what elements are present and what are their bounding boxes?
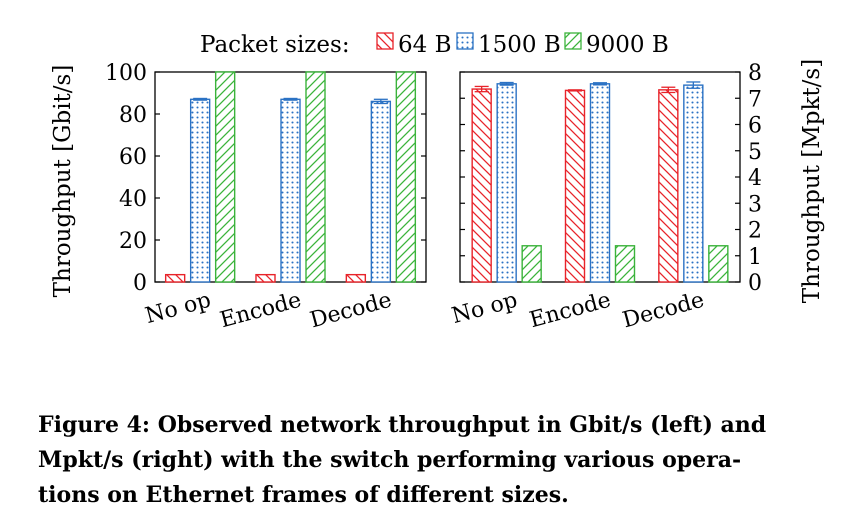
left-y-axis-title: Throughput [Gbit/s] — [50, 65, 76, 298]
right-y-axis-title: Throughput [Mpkt/s] — [799, 59, 825, 303]
y-tick-label: 2 — [748, 219, 762, 244]
x-tick-label: Encode — [527, 288, 614, 334]
y-tick-label: 80 — [119, 103, 147, 128]
x-tick-label: No op — [143, 288, 214, 329]
legend-label-1500b: 1500 B — [478, 32, 561, 58]
legend-swatch-64b — [376, 32, 394, 50]
bar — [496, 83, 517, 283]
bar — [564, 89, 586, 283]
x-tick-label: Decode — [307, 288, 394, 334]
legend-label-9000b: 9000 B — [586, 32, 669, 58]
y-tick-label: 1 — [748, 245, 762, 270]
legend-swatch-1500b — [456, 32, 474, 50]
bar — [214, 71, 236, 283]
y-tick-label: 4 — [748, 166, 762, 191]
bar — [255, 273, 276, 283]
bar — [189, 98, 211, 283]
bar — [305, 71, 326, 283]
legend-title: Packet sizes: — [200, 32, 350, 58]
y-tick-label: 60 — [119, 145, 147, 170]
y-tick-label: 100 — [105, 61, 147, 86]
bar — [683, 84, 704, 283]
bar — [345, 273, 367, 283]
x-tick-label: No op — [449, 288, 520, 329]
y-tick-label: 20 — [119, 229, 147, 254]
bar — [370, 100, 392, 283]
caption-line-1: Figure 4: Observed network throughput in… — [38, 412, 767, 438]
legend-label-64b: 64 B — [398, 32, 451, 58]
caption-line-3: tions on Ethernet frames of different si… — [38, 482, 569, 508]
y-tick-label: 0 — [133, 271, 147, 296]
y-tick-label: 40 — [119, 187, 147, 212]
legend-swatch-9000b — [564, 32, 582, 50]
figure-caption: Figure 4: Observed network throughput in… — [38, 408, 838, 513]
y-tick-label: 6 — [748, 114, 762, 139]
bar — [164, 273, 186, 283]
figure-charts: Packet sizes: 64 B 1500 B 9000 B 0204060… — [50, 32, 825, 334]
bar — [589, 83, 611, 283]
caption-line-2: Mpkt/s (right) with the switch performin… — [38, 447, 742, 473]
legend-item-1500b: 1500 B — [456, 32, 561, 58]
bar — [708, 245, 729, 283]
legend: Packet sizes: 64 B 1500 B 9000 B — [200, 32, 669, 58]
y-tick-label: 8 — [748, 61, 762, 86]
bar — [658, 89, 679, 283]
y-tick-label: 7 — [748, 87, 762, 112]
legend-item-64b: 64 B — [376, 32, 451, 58]
y-tick-label: 3 — [748, 192, 762, 217]
bar — [471, 88, 492, 283]
legend-item-9000b: 9000 B — [564, 32, 669, 58]
x-tick-label: Decode — [620, 288, 707, 334]
bar — [521, 245, 542, 283]
bar — [280, 98, 301, 283]
bar — [395, 71, 417, 283]
y-tick-label: 5 — [748, 140, 762, 165]
x-tick-label: Encode — [218, 288, 305, 334]
y-tick-label: 0 — [748, 271, 762, 296]
bar — [614, 245, 636, 283]
